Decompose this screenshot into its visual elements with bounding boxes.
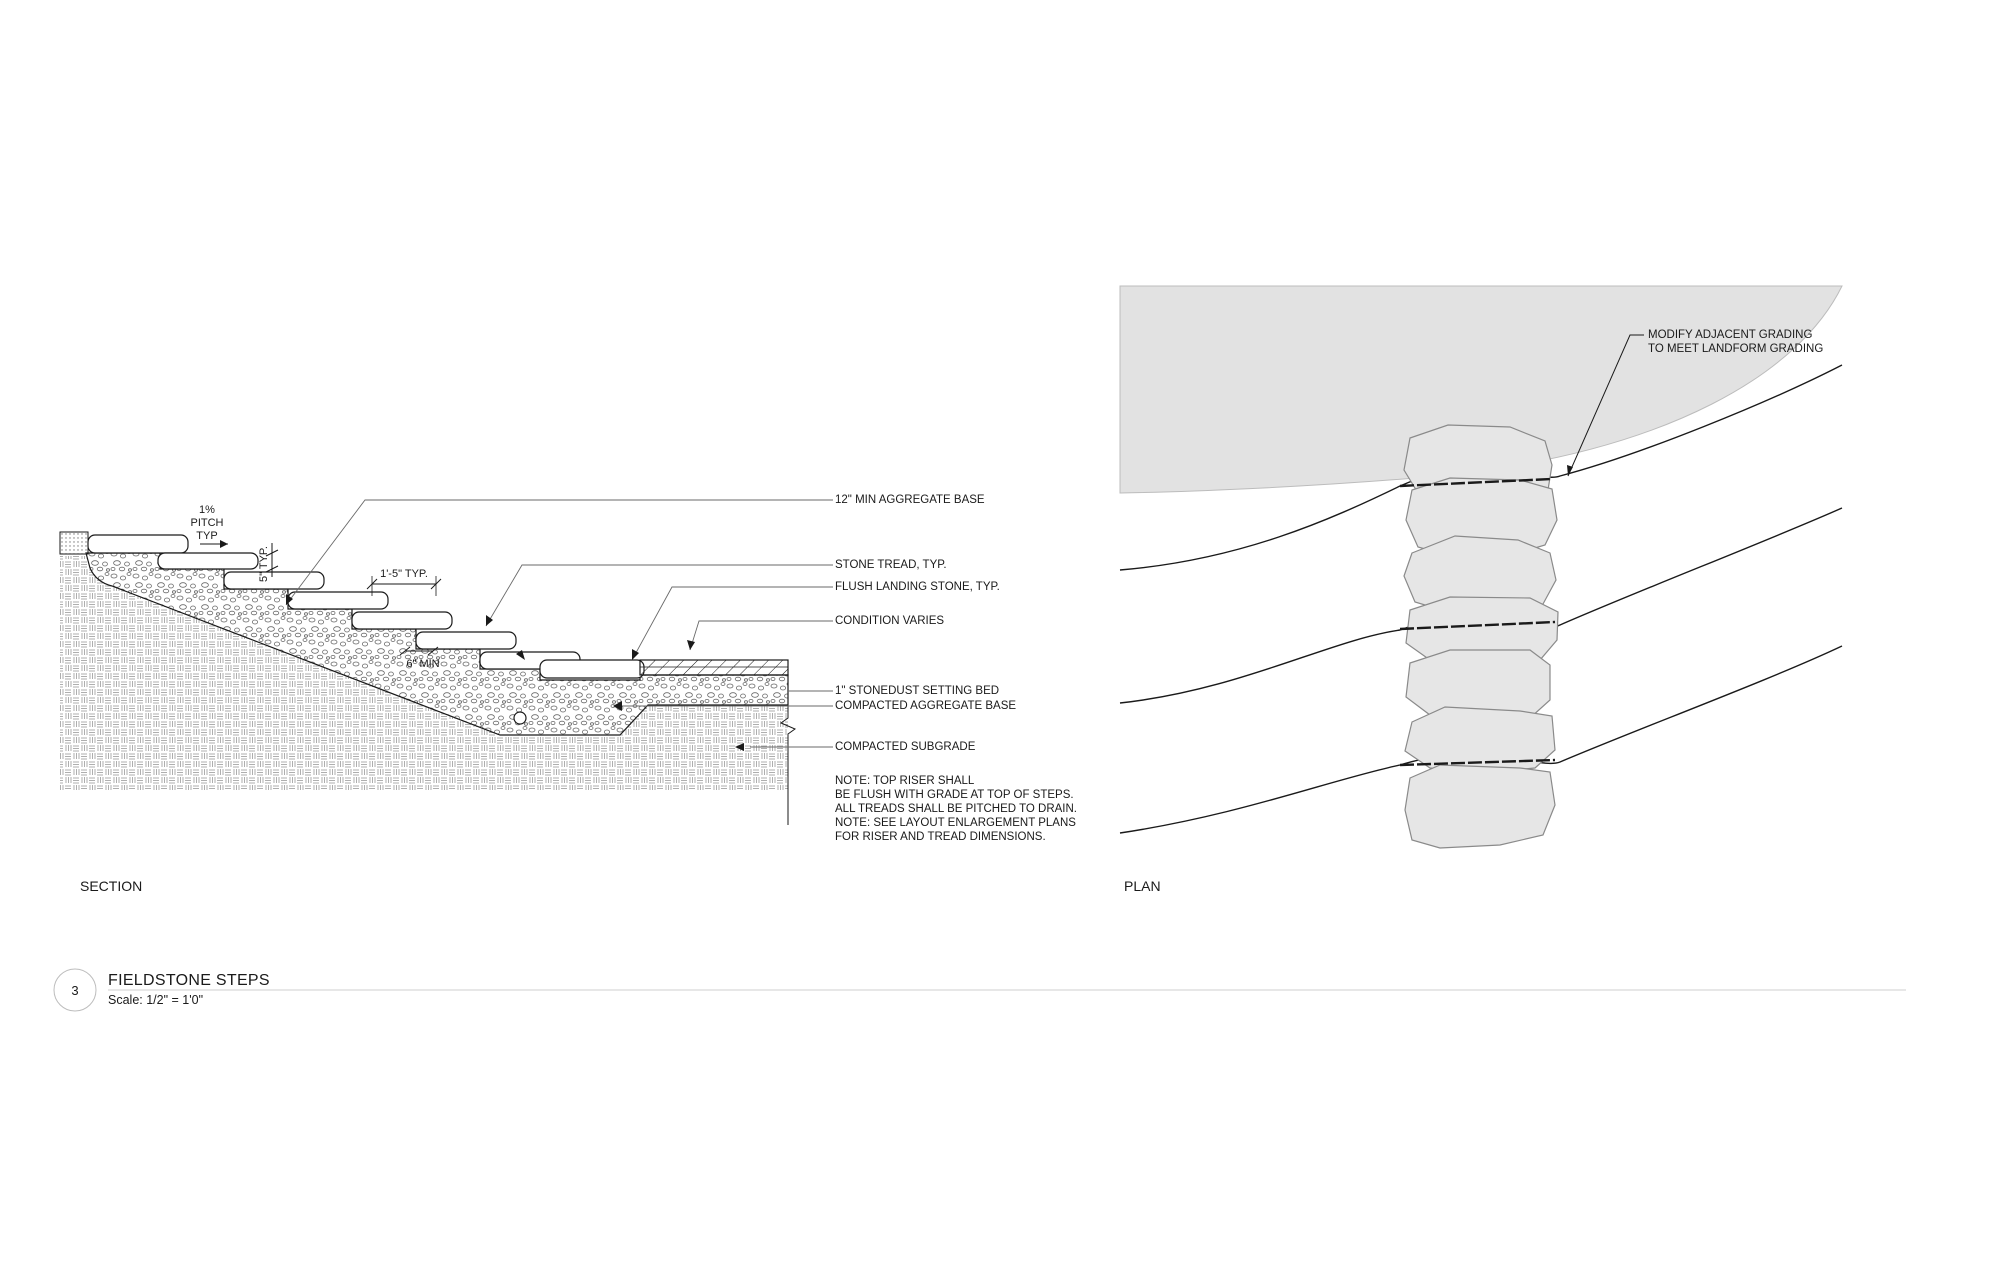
callout-stonedust-bed: 1" STONEDUST SETTING BED [835,685,999,697]
stone-tread [223,571,325,590]
stone-tread [415,631,517,650]
note-line: BE FLUSH WITH GRADE AT TOP OF STEPS. [835,789,1074,801]
flush-landing-stone [539,659,645,679]
pitch-label-3: TYP [196,530,217,542]
stone-tread [87,534,189,554]
callout-condition-varies: CONDITION VARIES [835,615,944,627]
section-cut-line [779,705,797,825]
fieldstone [1404,764,1556,849]
pitch-label-1: 1% [199,504,215,516]
stone-tread [351,611,453,630]
section-notes: NOTE: TOP RISER SHALL BE FLUSH WITH GRAD… [835,775,1077,843]
stone-treads [87,534,645,679]
section-view-label: SECTION [80,878,142,894]
detail-number: 3 [71,983,78,998]
stone-tread [287,591,389,610]
plan-view: MODIFY ADJACENT GRADING TO MEET LANDFORM… [1119,285,1843,894]
pitch-label-2: PITCH [191,517,224,529]
dimension-tread: 1'-5" TYP. [366,568,442,596]
step-crossing-lines [1399,477,1556,767]
note-line: ALL TREADS SHALL BE PITCHED TO DRAIN. [835,803,1077,815]
drain-pipe [513,711,527,725]
riser-dim-label: 5" TYP. [258,546,270,582]
note-line: NOTE: TOP RISER SHALL [835,775,975,787]
section-view: 1% PITCH TYP 5" TYP. 1'-5" TYP. 6" MIN [59,494,1077,894]
callout-flush-landing-stone: FLUSH LANDING STONE, TYP. [835,581,1000,593]
fieldstone [1405,596,1559,664]
plan-view-label: PLAN [1124,878,1161,894]
dimension-riser: 5" TYP. [258,543,279,582]
fieldstone [1405,477,1558,558]
top-existing-paving [59,531,89,555]
min-dim-label: 6" MIN [406,658,439,670]
leader-arrowheads [286,594,744,751]
fieldstone-treads-plan [1403,424,1559,849]
callout-compacted-subgrade: COMPACTED SUBGRADE [835,741,976,753]
detail-title: FIELDSTONE STEPS [108,972,270,989]
compacted-subgrade-hatch [60,556,788,790]
adjacent-paving [639,659,789,676]
callout-aggregate-base-min: 12" MIN AGGREGATE BASE [835,494,985,506]
plan-callout-line-2: TO MEET LANDFORM GRADING [1648,343,1823,355]
plan-callout-line-1: MODIFY ADJACENT GRADING [1648,329,1812,341]
dimension-pitch: 1% PITCH TYP [191,504,228,548]
callout-stone-tread: STONE TREAD, TYP. [835,559,947,571]
stone-tread [157,552,259,570]
fieldstone [1405,649,1551,721]
section-leaders [285,499,833,748]
title-block: 3 FIELDSTONE STEPS Scale: 1/2" = 1'0" [53,968,1906,1012]
detail-scale: Scale: 1/2" = 1'0" [108,993,203,1007]
plan-leader [1567,334,1644,477]
tread-dim-label: 1'-5" TYP. [380,568,428,580]
dimension-min-depth: 6" MIN [399,646,440,670]
fieldstone [1404,706,1556,774]
detail-number-bubble [53,968,97,1012]
note-line: FOR RISER AND TREAD DIMENSIONS. [835,831,1046,843]
note-line: NOTE: SEE LAYOUT ENLARGEMENT PLANS [835,817,1076,829]
callout-compacted-aggregate: COMPACTED AGGREGATE BASE [835,700,1016,712]
